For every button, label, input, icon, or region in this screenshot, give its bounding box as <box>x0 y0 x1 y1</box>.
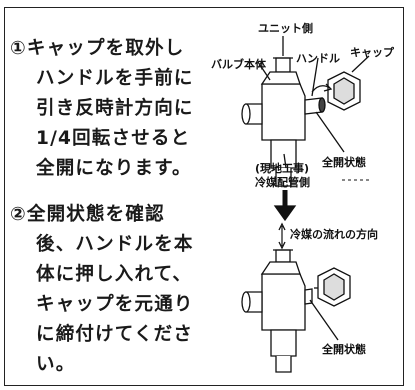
step-1-line-3: 引き反時計方向に <box>36 98 194 119</box>
handle-label: ハンドル <box>296 52 340 65</box>
step-1-line-5: 全開になります。 <box>36 158 192 179</box>
step-1-line-2: ハンドルを手前に <box>36 68 194 89</box>
refrigerant-pipe-side-label: 冷媒配管側 <box>255 176 310 189</box>
unit-side-label: ユニット側 <box>258 22 313 35</box>
instruction-frame <box>4 7 404 386</box>
top-valve-body <box>261 83 306 141</box>
step-1-marker: ① <box>10 38 27 59</box>
step-2-line-4: キャップを元通り <box>36 294 194 315</box>
step-2-line-1: ②全開状態を確認 <box>10 204 165 225</box>
step-2-line-6: い。 <box>36 354 76 375</box>
step-1-line-1: ①キャップを取外し <box>10 38 185 59</box>
top-valve-upper-pipe <box>275 57 291 73</box>
flow-direction-label: 冷媒の流れの方向 <box>290 228 378 241</box>
top-valve-lower-pipe <box>270 139 297 169</box>
fully-open-label-bottom: 全開状態 <box>322 343 366 356</box>
step-1-text: ①キャップを取外し ハンドルを手前に 引き反時計方向に 1/4回転させると 全開… <box>10 34 194 184</box>
cap-label: キャップ <box>350 46 394 59</box>
step-1-line-4: 1/4回転させると <box>36 128 191 149</box>
field-work-label: (現地工事) <box>255 162 310 175</box>
valve-body-label: バルブ本体 <box>211 58 266 71</box>
step-2-text: ②全開状態を確認 後、ハンドルを本 体に押し入れて、 キャップを元通り に締付け… <box>10 200 194 380</box>
step-2-marker: ② <box>10 204 27 225</box>
bottom-valve-body <box>261 273 306 331</box>
step-2-line-2: 後、ハンドルを本 <box>36 234 194 255</box>
step-2-line-5: に締付けてくださ <box>36 324 194 345</box>
fully-open-label-top: 全開状態 <box>322 156 366 169</box>
step-2-line-3: 体に押し入れて、 <box>36 264 193 285</box>
